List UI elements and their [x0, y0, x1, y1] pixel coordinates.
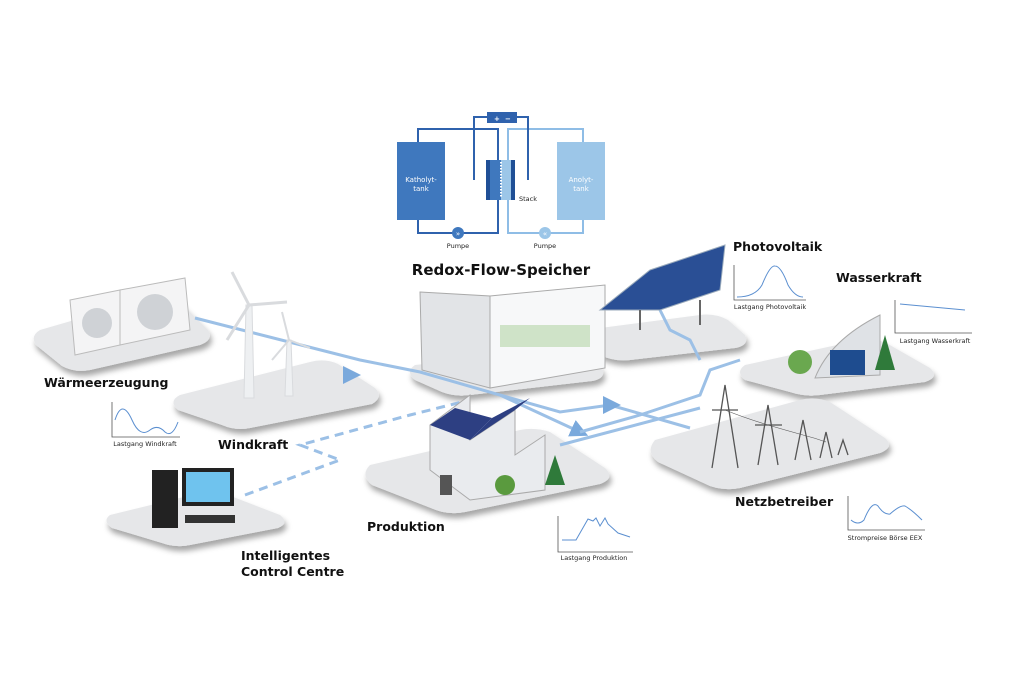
chart-produktion: Lastgang Produktion	[557, 516, 633, 562]
produktion-caption: Lastgang Produktion	[561, 554, 628, 562]
anolyt-label-2: tank	[573, 185, 589, 193]
solar-panel-icon	[598, 244, 726, 330]
chart-eex: Strompreise Börse EEX	[847, 496, 925, 542]
photovoltaik-label: Photovoltaik	[733, 239, 823, 254]
produktion-label: Produktion	[367, 519, 445, 534]
control-centre-label-2: Control Centre	[241, 564, 344, 579]
katholyt-label: Katholyt-	[405, 176, 437, 184]
factory-icon	[429, 394, 565, 501]
computer-icon	[152, 468, 235, 528]
chart-windkraft: Lastgang Windkraft	[111, 402, 180, 448]
photovoltaik-caption: Lastgang Photovoltaik	[734, 303, 806, 311]
windkraft-label: Windkraft	[218, 437, 288, 452]
anolyt-tank	[557, 142, 605, 220]
eex-caption: Strompreise Börse EEX	[848, 534, 923, 542]
stack	[486, 160, 515, 200]
netzbetreiber-label: Netzbetreiber	[735, 494, 834, 509]
pump-right-label: Pumpe	[534, 242, 556, 250]
katholyt-label-2: tank	[413, 185, 429, 193]
pump-left-icon	[452, 227, 464, 239]
stack-label: Stack	[519, 195, 537, 203]
power-pylon-icon	[711, 384, 849, 469]
wasserkraft-label: Wasserkraft	[836, 270, 922, 285]
minus-sign: −	[505, 115, 511, 123]
platform-solar	[580, 314, 747, 361]
plus-sign: +	[494, 115, 500, 123]
battery-terminal-box	[487, 112, 517, 123]
platform-wind	[173, 360, 379, 429]
waermeerzeugung-label: Wärmeerzeugung	[44, 375, 168, 390]
storage-container-icon	[419, 284, 606, 389]
platform-netz	[650, 398, 889, 490]
hydro-power-icon	[788, 314, 895, 379]
pump-right-icon	[539, 227, 551, 239]
windkraft-caption: Lastgang Windkraft	[113, 440, 177, 448]
pump-left-label: Pumpe	[447, 242, 469, 250]
katholyt-tank	[397, 142, 445, 220]
svg-text:»: »	[456, 230, 460, 238]
svg-text:«: «	[543, 230, 547, 238]
wasserkraft-caption: Lastgang Wasserkraft	[900, 337, 971, 345]
heat-pump-icon	[69, 277, 191, 356]
control-centre-label: Intelligentes	[241, 548, 330, 563]
chart-photovoltaik: Lastgang Photovoltaik	[733, 265, 806, 311]
redox-title: Redox-Flow-Speicher	[412, 261, 591, 279]
chart-wasserkraft: Lastgang Wasserkraft	[894, 300, 972, 345]
anolyt-label: Anolyt-	[569, 176, 594, 184]
redox-flow-schematic: + − Katholyt- tank Anolyt- tank Stack » …	[397, 112, 605, 279]
wind-turbine-icon	[225, 271, 311, 399]
